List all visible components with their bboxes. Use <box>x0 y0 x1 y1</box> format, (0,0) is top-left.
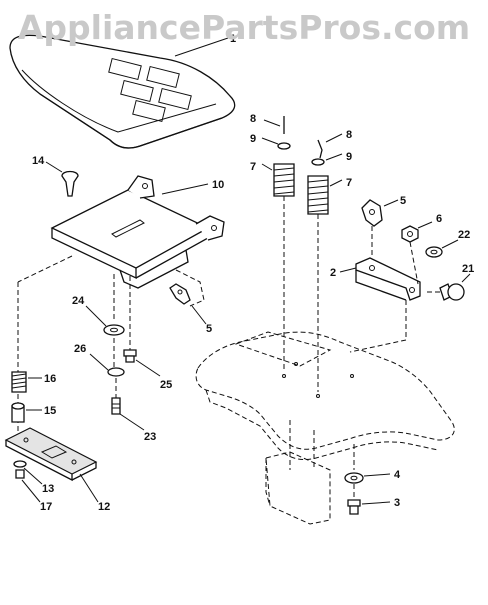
callout-22: 22 <box>458 229 470 241</box>
callout-1: 1 <box>230 33 236 45</box>
callout-21: 21 <box>462 263 474 275</box>
part-5-bracket-right <box>361 199 399 258</box>
seat-cushion <box>9 34 236 149</box>
part-2-bracket <box>339 257 421 353</box>
part-5-bracket-left <box>169 269 207 325</box>
callout-5-left: 5 <box>206 323 212 335</box>
callout-8-right: 8 <box>346 129 352 141</box>
callout-7-right: 7 <box>346 177 352 189</box>
callout-24: 24 <box>72 295 85 307</box>
callout-7-left: 7 <box>250 161 256 173</box>
callout-26: 26 <box>74 343 86 355</box>
part-4-washer <box>344 472 391 498</box>
callout-5-right: 5 <box>400 195 406 207</box>
part-6-nut <box>401 221 433 285</box>
callout-9-right: 9 <box>346 151 352 163</box>
callout-10: 10 <box>212 179 224 191</box>
callout-12: 12 <box>98 501 110 513</box>
callout-25: 25 <box>160 379 172 391</box>
callout-15: 15 <box>44 405 56 417</box>
part-21-switch <box>424 273 471 301</box>
callout-3: 3 <box>394 497 400 509</box>
callout-17: 17 <box>40 501 52 513</box>
callout-16: 16 <box>44 373 56 385</box>
part-22-washer <box>425 239 459 258</box>
spring-assembly-right <box>307 133 343 392</box>
callout-2: 2 <box>330 267 336 279</box>
callout-13: 13 <box>42 483 54 495</box>
spring-assembly-left <box>261 116 295 372</box>
part-14-knob <box>45 161 79 197</box>
part-17-screw <box>15 469 41 503</box>
callout-14: 14 <box>32 155 45 167</box>
part-13-washer <box>13 460 43 485</box>
callout-4: 4 <box>394 469 401 481</box>
part-12-slide-rail <box>4 427 99 503</box>
part-3-bolt <box>347 499 391 515</box>
callout-9-left: 9 <box>250 133 256 145</box>
callout-23: 23 <box>144 431 156 443</box>
callout-6: 6 <box>436 213 442 225</box>
pan-hardware <box>11 255 161 432</box>
part-10-seat-pan <box>50 175 225 289</box>
mower-frame <box>195 331 455 525</box>
callout-8-left: 8 <box>250 113 256 125</box>
